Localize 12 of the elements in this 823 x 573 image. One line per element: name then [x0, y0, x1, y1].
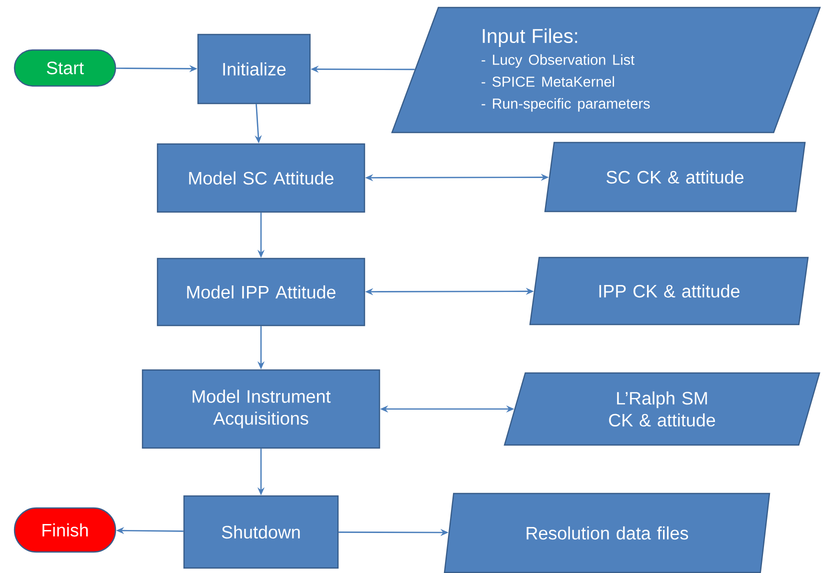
process-box: Shutdown [183, 495, 339, 569]
process-box: Initialize [197, 34, 311, 104]
data-parallelogram: SC CK & attitude [544, 142, 806, 212]
data-parallelogram: L’Ralph SM CK & attitude [504, 372, 820, 446]
data-parallelogram: IPP CK & attitude [529, 256, 809, 326]
start-terminal: Start [14, 49, 116, 87]
process-box: Model Instrument Acquisitions [142, 369, 380, 449]
process-box: Model IPP Attitude [156, 258, 366, 326]
end-terminal: Finish [14, 507, 116, 553]
data-parallelogram: Input Files: - Lucy Observation List - SPICE MetaKernel - Run-specific parameters [391, 6, 821, 134]
process-box: Model SC Attitude [156, 143, 366, 213]
data-parallelogram: Resolution data files [444, 492, 770, 573]
